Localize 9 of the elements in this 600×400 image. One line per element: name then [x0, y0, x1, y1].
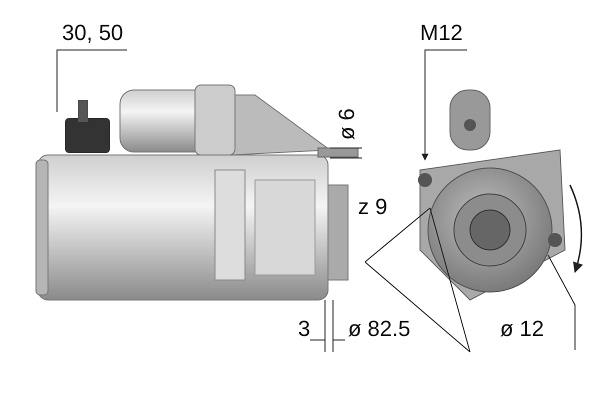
dimension-label: 3 [298, 318, 310, 340]
callout-label: M12 [420, 22, 463, 44]
dimension-label: ø 6 [336, 108, 358, 140]
dimension-label: ø 12 [500, 318, 544, 340]
leader-line [422, 50, 468, 161]
dimension-label: z 9 [358, 196, 388, 218]
callout-label: 30, 50 [62, 22, 124, 44]
dimension-label: ø 82.5 [348, 318, 410, 340]
leader-line [56, 50, 128, 112]
